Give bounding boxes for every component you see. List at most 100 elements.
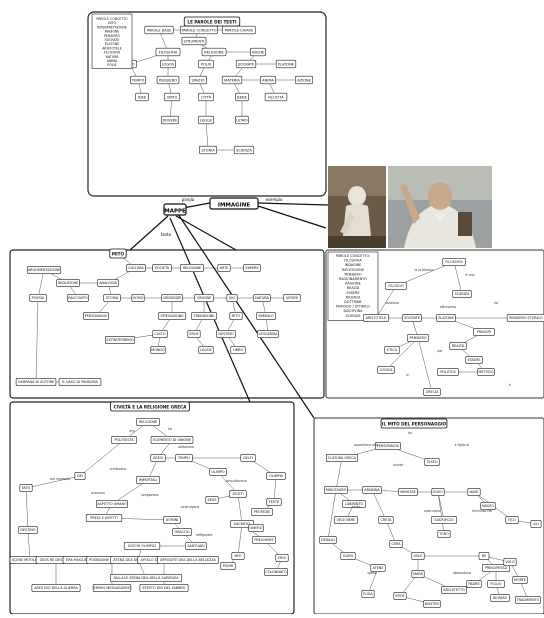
mapE-node-ali-14: ALI xyxy=(530,519,542,528)
mapD-node-aspetto-umano-10: ASPETTO UMANO xyxy=(95,499,129,508)
mapB-node-leggenda-32: LEGGENDA xyxy=(257,329,279,338)
mapC-link-label-4: attraverso xyxy=(440,305,457,309)
mapB-node-deduzione-1: DEDUZIONE xyxy=(56,278,80,287)
map-d-content: CIVILTÀ E LA RELIGIONE GRECARELIGIONEPOL… xyxy=(9,401,289,592)
svg-text:VOLO: VOLO xyxy=(505,560,515,564)
map-a-side-item-1: MITO xyxy=(108,21,117,25)
mapB-node-simbolo-21: SIMBOLO xyxy=(256,311,276,320)
svg-text:PLATONE: PLATONE xyxy=(438,316,454,320)
mapA-node-parole-base-0: PAROLE BASE xyxy=(144,25,174,35)
svg-text:ZEUS RE DEGLI DEI: ZEUS RE DEGLI DEI xyxy=(40,558,73,562)
mapE-node-toro-18: TORO xyxy=(437,529,451,538)
mapB-title: MITO xyxy=(109,248,127,259)
mapD-node-poemi-26: POEMI xyxy=(220,561,236,570)
svg-text:RITO: RITO xyxy=(232,314,240,318)
mapD-node-giochi-olimpici-17: GIOCHI OLIMPICI xyxy=(123,541,161,550)
mapD-node-destino-7: DESTINO xyxy=(18,525,38,534)
svg-text:CERA: CERA xyxy=(391,542,401,546)
svg-text:DEDUZIONE: DEDUZIONE xyxy=(58,281,78,285)
mapE-node-arianna-5: ARIANNA xyxy=(362,485,382,494)
mapA-title: LE PAROLE DEI TESTI xyxy=(183,16,241,27)
mapD-node-pregi-e-difetti-11: PREGI E DIFETTI xyxy=(85,513,123,522)
mapB-node-racconto-10: RACCONTO xyxy=(67,293,89,302)
svg-text:PREGI E DIFETTI: PREGI E DIFETTI xyxy=(90,516,117,520)
mapD-node-uomini-12: UOMINI xyxy=(163,515,181,524)
svg-text:CREDENZE: CREDENZE xyxy=(163,296,182,300)
mapD-node-delfi-15: DELFI xyxy=(240,453,256,462)
map-a-side-item-5: SOCRATE xyxy=(105,38,120,42)
svg-text:MORTE: MORTE xyxy=(514,578,526,582)
svg-text:ERA MOGLIE DI ZEUS: ERA MOGLIE DI ZEUS xyxy=(66,558,102,562)
svg-text:ARTE: ARTE xyxy=(220,266,229,270)
svg-text:ANALOGIA: ANALOGIA xyxy=(99,281,117,285)
svg-text:NATURA: NATURA xyxy=(255,296,269,300)
mapE-node-principessa-20: PRINCIPESSA xyxy=(482,563,510,572)
mapE-node-icaro-7: ICARO xyxy=(340,551,356,560)
mapC-node-pensiero-6: PENSIERO xyxy=(407,333,429,342)
svg-text:EROE: EROE xyxy=(189,332,198,336)
photo-statue xyxy=(328,166,386,248)
svg-text:DEDALO: DEDALO xyxy=(321,538,335,542)
svg-text:LABIRINTO: LABIRINTO xyxy=(345,502,364,506)
mapE-link-label-0: appartiene alla xyxy=(354,443,378,447)
mapD-node-fallace-atena-dea-della-sapienza-39: FALLACE ATENA DEA DELLA SAPIENZA xyxy=(109,573,183,582)
photo-painting xyxy=(388,166,492,248)
mapD-edge-19 xyxy=(273,475,277,503)
svg-text:CIVILTÀ E LA RELIGIONE GRECA: CIVILTÀ E LA RELIGIONE GRECA xyxy=(114,405,188,410)
svg-text:REALTÀ: REALTÀ xyxy=(452,343,465,348)
mapD-node-eroi-23: EROI xyxy=(275,553,289,562)
svg-text:PERSONAGGI: PERSONAGGI xyxy=(85,314,107,318)
svg-text:VERITÀ: VERITÀ xyxy=(286,295,299,300)
mapD-node-feste-19: FESTE xyxy=(266,497,282,506)
svg-text:ORIGINE: ORIGINE xyxy=(197,296,211,300)
map-a-side-item-8: FILOSOFIA xyxy=(104,51,121,55)
map-b-text-item-6: RAGIONE xyxy=(345,282,360,286)
map-b-text-item-1: FILOSOFIA xyxy=(344,259,362,263)
mapC-edge-2 xyxy=(453,261,463,295)
mapE-edge-3 xyxy=(335,457,343,491)
svg-text:PENSIERO STORICO: PENSIERO STORICO xyxy=(509,316,543,320)
svg-text:ETICA: ETICA xyxy=(387,348,398,352)
mapC-node-filosofia-0: FILOSOFIA xyxy=(442,257,466,266)
map-a-side-item-7: ARISTOTELE xyxy=(102,46,122,50)
mapC-edge-13 xyxy=(385,337,419,371)
map-b-text-item-10: DOTTRINE xyxy=(344,300,361,304)
mapE-node-sacrificio-27: SACRIFICIO xyxy=(431,515,457,524)
svg-text:DESTINO: DESTINO xyxy=(20,528,36,532)
map-b-text-item-12: DISCIPLINA xyxy=(344,309,364,313)
mapD-edge-4 xyxy=(79,439,125,477)
svg-text:SCIENZA: SCIENZA xyxy=(236,148,252,152)
mapD-edge-6 xyxy=(25,475,81,489)
svg-text:TORO: TORO xyxy=(438,532,449,536)
svg-text:ATLETI: ATLETI xyxy=(232,492,243,496)
mapD-link-label-8: costruivano xyxy=(181,505,200,509)
svg-text:FILOSOFIA: FILOSOFIA xyxy=(445,260,463,264)
svg-text:ATENE: ATENE xyxy=(373,566,384,570)
mapE-node-mare-17: MARE xyxy=(411,569,425,578)
svg-text:PAROLE-CHIAVE: PAROLE-CHIAVE xyxy=(225,28,254,32)
svg-text:PRINCIPI: PRINCIPI xyxy=(477,330,491,334)
mapD-edge-22 xyxy=(237,523,243,557)
svg-text:FILOSOFIA: FILOSOFIA xyxy=(159,50,178,54)
svg-text:EROI: EROI xyxy=(278,556,286,560)
mapB-node-spiegazione-18: SPIEGAZIONE xyxy=(158,311,186,320)
svg-text:MOSTRO: MOSTRO xyxy=(425,602,440,606)
svg-text:CULTURA GRECA: CULTURA GRECA xyxy=(328,456,357,460)
svg-text:SCENE MITOLOGICHE: SCENE MITOLOGICHE xyxy=(12,558,48,562)
svg-text:DELFI: DELFI xyxy=(243,456,253,460)
svg-text:PREGHIERE: PREGHIERE xyxy=(254,538,273,542)
svg-text:POLIS: POLIS xyxy=(201,62,212,66)
map-a-side-box: PAROLE CONCETTOMITOINTERPRETAZIONERAGION… xyxy=(91,13,133,69)
immagine-node xyxy=(209,197,259,210)
mapE-node-architetto-23: ARCHITETTO xyxy=(441,585,467,594)
svg-text:EFESTO DIO DEL FABBRO: EFESTO DIO DEL FABBRO xyxy=(143,586,186,590)
svg-text:ARCHITETTO: ARCHITETTO xyxy=(443,588,465,592)
svg-text:DIONISO: DIONISO xyxy=(493,596,508,600)
svg-text:FATO: FATO xyxy=(22,486,31,490)
mapB-node-credenze-13: CREDENZE xyxy=(161,293,183,302)
mapC-edge-1 xyxy=(395,261,455,287)
svg-text:FELICITÀ: FELICITÀ xyxy=(268,94,284,99)
svg-text:MARE: MARE xyxy=(413,572,423,576)
mapA-node-polis-9: POLIS xyxy=(198,59,214,69)
